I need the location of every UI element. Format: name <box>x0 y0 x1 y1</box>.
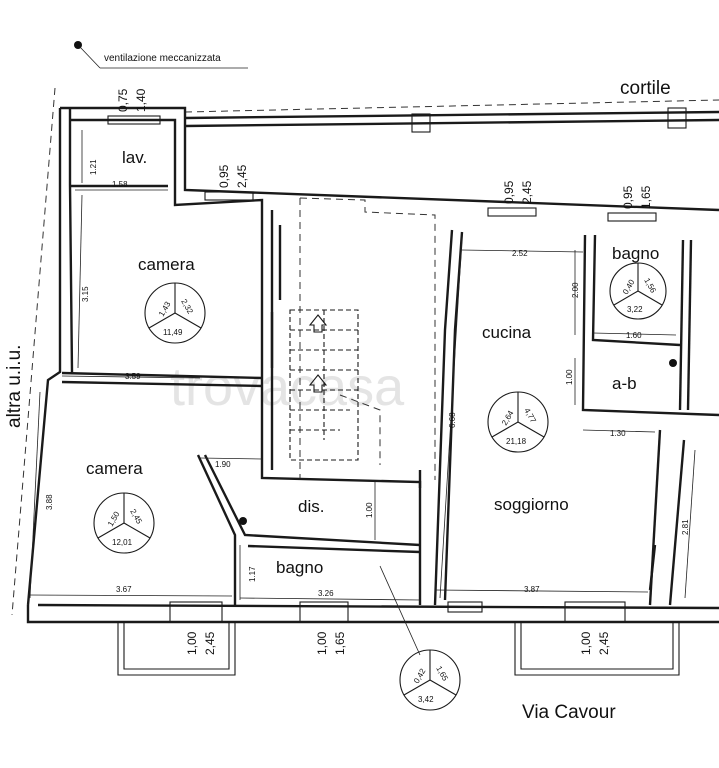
svg-text:0,75: 0,75 <box>116 88 130 112</box>
svg-text:1,40: 1,40 <box>134 88 148 112</box>
svg-text:2,45: 2,45 <box>203 631 217 655</box>
svg-text:3.87: 3.87 <box>524 585 540 594</box>
room-soggiorno: soggiorno <box>494 495 569 514</box>
svg-text:4,77: 4,77 <box>522 407 538 425</box>
room-dimensions: 1.58 1.21 3.59 3.15 3.67 3.88 1.90 1.00 … <box>45 159 690 598</box>
svg-text:1,00: 1,00 <box>185 631 199 655</box>
svg-text:3.15: 3.15 <box>81 286 90 302</box>
property-line-top <box>184 99 719 113</box>
legend: ventilazione meccanizzata <box>74 41 248 69</box>
svg-text:2,45: 2,45 <box>128 508 144 526</box>
svg-text:21,18: 21,18 <box>506 437 527 446</box>
room-camera-2: camera <box>86 459 143 478</box>
svg-text:1,65: 1,65 <box>333 631 347 655</box>
svg-text:1.17: 1.17 <box>248 566 257 582</box>
svg-text:2,32: 2,32 <box>179 298 195 316</box>
legend-label: ventilazione meccanizzata <box>104 53 221 64</box>
svg-text:2,45: 2,45 <box>597 631 611 655</box>
neighbor-label: altra u.i.u. <box>4 345 25 428</box>
svg-text:1,56: 1,56 <box>642 277 658 295</box>
svg-text:2.81: 2.81 <box>681 519 690 535</box>
watermark: trovacasa <box>170 357 405 417</box>
svg-text:1,65: 1,65 <box>434 665 450 683</box>
dimension-lines <box>27 130 696 656</box>
svg-text:3.88: 3.88 <box>45 494 54 510</box>
room-lav: lav. <box>122 148 147 167</box>
svg-text:2.00: 2.00 <box>571 282 580 298</box>
svg-text:1.00: 1.00 <box>365 502 374 518</box>
room-bagno-2: bagno <box>612 244 659 263</box>
svg-text:11,49: 11,49 <box>163 328 183 337</box>
area-circle-camera-2: 1,50 2,45 12,01 <box>93 492 155 554</box>
svg-text:3,22: 3,22 <box>627 305 643 314</box>
svg-text:1.30: 1.30 <box>610 429 626 438</box>
svg-text:2,45: 2,45 <box>520 180 534 204</box>
courtyard-label: cortile <box>620 78 671 99</box>
svg-text:0,95: 0,95 <box>621 185 635 209</box>
room-ab: a-b <box>612 374 637 393</box>
svg-text:3,42: 3,42 <box>418 695 434 704</box>
area-circle-bagno-1: 0,42 1,65 3,42 <box>399 649 461 711</box>
room-bagno-1: bagno <box>276 558 323 577</box>
svg-text:1,00: 1,00 <box>579 631 593 655</box>
stair-outline <box>299 197 436 480</box>
svg-text:0,95: 0,95 <box>502 180 516 204</box>
street-label: Via Cavour <box>522 702 616 723</box>
svg-text:1.58: 1.58 <box>112 180 128 189</box>
outer-walls <box>26 106 719 624</box>
svg-text:1.21: 1.21 <box>89 159 98 175</box>
svg-text:3.67: 3.67 <box>116 585 132 594</box>
svg-text:3.26: 3.26 <box>318 589 334 598</box>
svg-text:2.52: 2.52 <box>512 249 528 258</box>
svg-text:12,01: 12,01 <box>112 538 133 547</box>
property-line-left <box>11 87 56 616</box>
svg-text:0,95: 0,95 <box>217 164 231 188</box>
svg-text:3.59: 3.59 <box>125 372 141 381</box>
room-cucina: cucina <box>482 323 532 342</box>
svg-text:1.60: 1.60 <box>626 331 642 340</box>
staircase <box>289 309 359 461</box>
svg-text:1.90: 1.90 <box>215 460 231 469</box>
area-circle-bagno-2: 0,40 1,56 3,22 <box>609 262 667 320</box>
svg-text:6.68: 6.68 <box>448 412 457 428</box>
svg-text:2,45: 2,45 <box>235 164 249 188</box>
interior-walls <box>61 184 719 606</box>
room-dis: dis. <box>298 497 324 516</box>
svg-text:1.00: 1.00 <box>565 369 574 385</box>
window-dimensions: 0,75 1,40 0,95 2,45 0,95 2,45 0,95 1,65 … <box>116 88 653 655</box>
area-circle-cucina: 2,64 4,77 21,18 <box>487 391 549 453</box>
room-camera-1: camera <box>138 255 195 274</box>
area-circle-camera-1: 1,43 2,32 11,49 <box>144 282 206 344</box>
room-labels: lav. camera camera dis. bagno cucina bag… <box>86 148 659 577</box>
svg-text:1,00: 1,00 <box>315 631 329 655</box>
ventilation-dot-ab-icon <box>669 359 677 367</box>
svg-text:1,65: 1,65 <box>639 185 653 209</box>
windows <box>107 107 687 676</box>
ventilation-dot-bagno-icon <box>239 517 247 525</box>
